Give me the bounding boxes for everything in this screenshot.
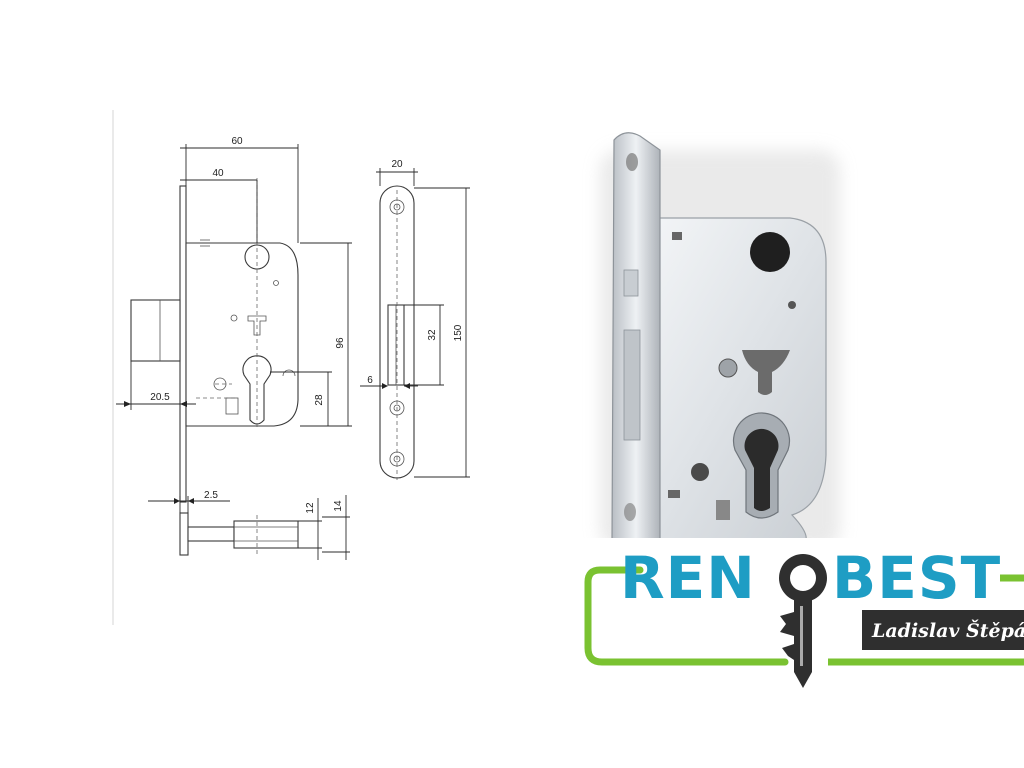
logo-brand-left: REN bbox=[620, 544, 756, 612]
dimension-28: 28 bbox=[314, 394, 325, 406]
logo-brand-right: BEST bbox=[832, 544, 1001, 612]
latch-bolt bbox=[130, 299, 181, 362]
dimension-40: 40 bbox=[212, 168, 224, 179]
lock-top-view: 2.5 12 14 bbox=[148, 490, 350, 560]
dimension-96: 96 bbox=[335, 337, 346, 349]
dimension-20-5: 20.5 bbox=[150, 392, 170, 403]
logo-owner: Ladislav Štěpán bbox=[871, 619, 1024, 642]
logo-frame bbox=[584, 566, 789, 666]
dimension-14: 14 bbox=[333, 500, 344, 512]
lock-case bbox=[185, 242, 299, 427]
key-icon bbox=[779, 554, 827, 688]
photo-spindle-hole bbox=[750, 232, 790, 272]
top-case bbox=[233, 520, 299, 549]
dimension-150: 150 bbox=[453, 324, 464, 341]
dimension-60: 60 bbox=[231, 136, 243, 147]
faceplate-side-view: 20 150 32 6 bbox=[360, 159, 470, 480]
dimension-20: 20 bbox=[391, 159, 403, 170]
dimension-32: 32 bbox=[427, 329, 438, 341]
photo-keyhole bbox=[742, 350, 790, 395]
dimension-12: 12 bbox=[305, 502, 316, 514]
lock-front-view: 60 40 96 28 20.5 bbox=[116, 136, 352, 503]
dimension-2-5: 2.5 bbox=[204, 490, 218, 501]
logo-owner-box bbox=[862, 610, 1024, 650]
dimension-6: 6 bbox=[367, 375, 373, 386]
